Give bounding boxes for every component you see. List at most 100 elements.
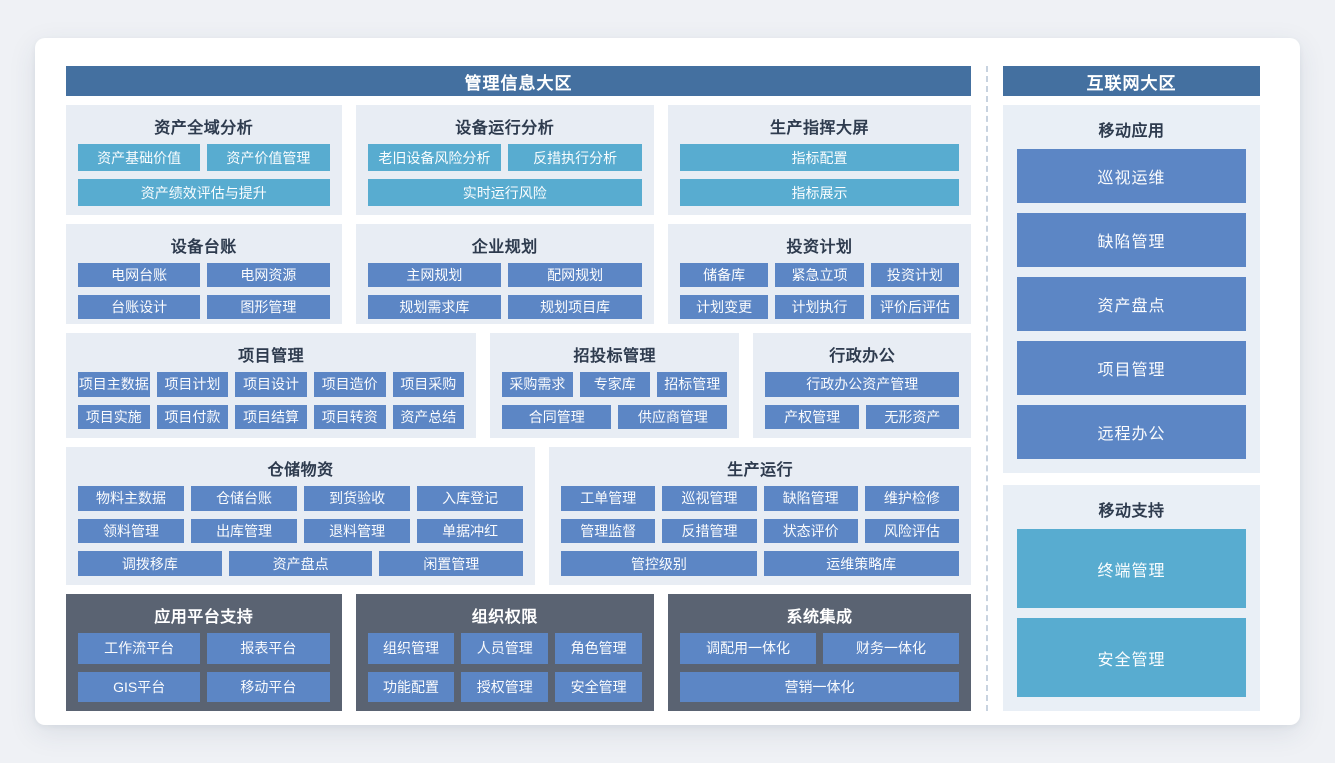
row-project-bidding-admin: 项目管理 项目主数据 项目计划 项目设计 项目造价 项目采购 项目实施 项目付款… (66, 333, 971, 438)
module-button[interactable]: 管控级别 (561, 551, 757, 576)
module-button[interactable]: 管理监督 (561, 518, 656, 544)
card-bidding-management: 招投标管理 采购需求 专家库 招标管理 合同管理 供应商管理 (490, 333, 740, 438)
module-button[interactable]: 闲置管理 (379, 551, 524, 576)
module-button[interactable]: 项目结算 (235, 404, 307, 429)
module-button[interactable]: 巡视管理 (662, 486, 757, 511)
row-platform-support: 应用平台支持 工作流平台 报表平台 GIS平台 移动平台 组织权限 组织管理 人… (66, 594, 971, 711)
module-button[interactable]: 退料管理 (304, 518, 411, 544)
module-button[interactable]: GIS平台 (78, 671, 201, 702)
module-button[interactable]: 领料管理 (78, 518, 185, 544)
module-button[interactable]: 资产总结 (392, 404, 465, 429)
module-button[interactable]: 采购需求 (502, 372, 573, 397)
module-button[interactable]: 实时运行风险 (367, 179, 642, 206)
module-button[interactable]: 专家库 (579, 372, 651, 397)
module-button[interactable]: 图形管理 (207, 295, 330, 319)
module-button[interactable]: 单据冲红 (417, 518, 524, 544)
card-asset-global-analysis: 资产全域分析 资产基础价值 资产价值管理 资产绩效评估与提升 (66, 105, 342, 215)
module-button[interactable]: 项目付款 (156, 404, 229, 429)
module-button[interactable]: 授权管理 (461, 671, 549, 702)
module-button[interactable]: 招标管理 (657, 372, 728, 397)
card-title: 移动支持 (1098, 503, 1165, 520)
module-button[interactable]: 工单管理 (561, 486, 656, 511)
card-administrative-office: 行政办公 行政办公资产管理 产权管理 无形资产 (753, 333, 971, 438)
card-production-command-screen: 生产指挥大屏 指标配置 指标展示 (668, 105, 971, 215)
module-button[interactable]: 运维策略库 (763, 551, 959, 576)
module-button[interactable]: 反措管理 (662, 518, 757, 544)
module-button[interactable]: 出库管理 (191, 518, 298, 544)
module-button[interactable]: 项目计划 (156, 372, 229, 397)
module-button[interactable]: 到货验收 (304, 486, 411, 511)
module-button[interactable]: 指标配置 (680, 144, 959, 171)
card-title: 招投标管理 (573, 348, 657, 365)
module-button[interactable]: 反措执行分析 (508, 144, 642, 171)
module-button[interactable]: 项目采购 (392, 372, 465, 397)
card-title: 设备运行分析 (455, 120, 555, 137)
module-button[interactable]: 远程办公 (1017, 405, 1246, 459)
module-button[interactable]: 指标展示 (680, 179, 959, 206)
diagram-sheet: 管理信息大区 资产全域分析 资产基础价值 资产价值管理 资产绩效评估与提升 设备… (35, 38, 1300, 725)
module-button[interactable]: 储备库 (680, 263, 769, 287)
module-button[interactable]: 状态评价 (763, 518, 858, 544)
module-button[interactable]: 调拨移库 (78, 551, 222, 576)
module-button[interactable]: 紧急立项 (775, 263, 864, 287)
module-button[interactable]: 风险评估 (864, 518, 959, 544)
row-analysis: 资产全域分析 资产基础价值 资产价值管理 资产绩效评估与提升 设备运行分析 老旧… (66, 105, 971, 215)
module-button[interactable]: 规划项目库 (508, 295, 642, 319)
module-button[interactable]: 入库登记 (417, 486, 524, 511)
module-button[interactable]: 安全管理 (1017, 618, 1246, 697)
module-button[interactable]: 财务一体化 (823, 633, 959, 664)
module-button[interactable]: 报表平台 (207, 633, 330, 664)
module-button[interactable]: 维护检修 (864, 486, 959, 511)
module-button[interactable]: 人员管理 (461, 633, 549, 664)
module-button[interactable]: 缺陷管理 (1017, 213, 1246, 267)
module-button[interactable]: 项目实施 (78, 404, 150, 429)
module-button[interactable]: 电网台账 (78, 263, 201, 287)
module-button[interactable]: 调配用一体化 (680, 633, 816, 664)
module-button[interactable]: 老旧设备风险分析 (367, 144, 502, 171)
card-title: 生产指挥大屏 (769, 120, 869, 137)
module-button[interactable]: 功能配置 (367, 671, 455, 702)
module-button[interactable]: 终端管理 (1017, 529, 1246, 608)
module-button[interactable]: 合同管理 (502, 404, 612, 429)
module-button[interactable]: 投资计划 (870, 263, 959, 287)
module-button[interactable]: 项目管理 (1017, 341, 1246, 395)
module-button[interactable]: 计划变更 (680, 295, 769, 319)
module-button[interactable]: 电网资源 (207, 263, 330, 287)
module-button[interactable]: 项目造价 (313, 372, 386, 397)
module-button[interactable]: 计划执行 (775, 295, 864, 319)
module-button[interactable]: 安全管理 (555, 671, 642, 702)
card-title: 移动应用 (1098, 123, 1165, 140)
module-button[interactable]: 资产价值管理 (207, 144, 330, 171)
module-button[interactable]: 项目主数据 (78, 372, 150, 397)
module-button[interactable]: 资产盘点 (1017, 277, 1246, 331)
module-button[interactable]: 评价后评估 (870, 295, 959, 319)
module-button[interactable]: 巡视运维 (1017, 149, 1246, 203)
card-enterprise-planning: 企业规划 主网规划 配网规划 规划需求库 规划项目库 (355, 224, 654, 324)
module-button[interactable]: 项目转资 (313, 404, 386, 429)
module-button[interactable]: 行政办公资产管理 (765, 372, 959, 397)
module-button[interactable]: 角色管理 (555, 633, 642, 664)
module-button[interactable]: 移动平台 (207, 671, 330, 702)
module-button[interactable]: 配网规划 (508, 263, 642, 287)
module-button[interactable]: 营销一体化 (680, 671, 959, 702)
module-button[interactable]: 主网规划 (367, 263, 502, 287)
card-system-integration: 系统集成 调配用一体化 财务一体化 营销一体化 (668, 594, 971, 711)
module-button[interactable]: 产权管理 (765, 404, 859, 429)
zone-management: 管理信息大区 资产全域分析 资产基础价值 资产价值管理 资产绩效评估与提升 设备… (66, 66, 971, 711)
module-button[interactable]: 台账设计 (78, 295, 201, 319)
module-button[interactable]: 组织管理 (367, 633, 455, 664)
module-button[interactable]: 项目设计 (235, 372, 307, 397)
module-button[interactable]: 规划需求库 (367, 295, 502, 319)
module-button[interactable]: 资产绩效评估与提升 (78, 179, 330, 206)
module-button[interactable]: 资产基础价值 (78, 144, 201, 171)
module-button[interactable]: 工作流平台 (78, 633, 201, 664)
module-button[interactable]: 仓储台账 (191, 486, 298, 511)
module-button[interactable]: 无形资产 (865, 404, 959, 429)
module-button[interactable]: 物料主数据 (78, 486, 185, 511)
card-warehouse-materials: 仓储物资 物料主数据 仓储台账 到货验收 入库登记 领料管理 出库管理 退料管理… (66, 447, 536, 585)
module-button[interactable]: 缺陷管理 (763, 486, 858, 511)
module-button[interactable]: 资产盘点 (228, 551, 373, 576)
card-title: 组织权限 (471, 609, 538, 626)
card-org-permissions: 组织权限 组织管理 人员管理 角色管理 功能配置 授权管理 安全管理 (355, 594, 654, 711)
module-button[interactable]: 供应商管理 (618, 404, 728, 429)
